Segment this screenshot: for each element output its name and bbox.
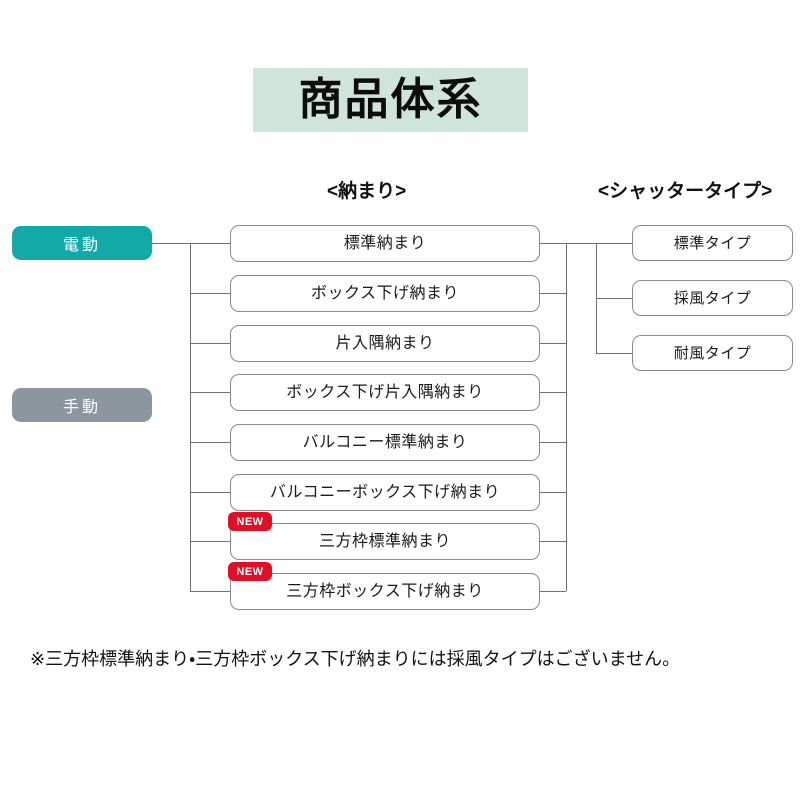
osamari-item-5[interactable]: バルコニー標準納まり (230, 424, 540, 461)
connector-left-trunk (190, 243, 191, 591)
osamari-item-3-label: 片入隅納まり (335, 334, 435, 352)
connector-branch-right-3 (540, 343, 566, 344)
connector-branch-right-7 (540, 541, 566, 542)
new-badge-osamari-item-7: NEW (228, 512, 272, 531)
connector-branch-left-5 (190, 442, 230, 443)
osamari-item-5-label: バルコニー標準納まり (302, 433, 468, 451)
connector-branch-left-3 (190, 343, 230, 344)
connector-branch-shutter-2 (596, 298, 632, 299)
osamari-item-7[interactable]: 三方枠標準納まり (230, 523, 540, 560)
shutter-type-2-label: 採風タイプ (673, 289, 752, 307)
shutter-type-3[interactable]: 耐風タイプ (632, 335, 793, 371)
connector-branch-right-5 (540, 442, 566, 443)
connector-branch-left-2 (190, 293, 230, 294)
new-badge-osamari-item-8: NEW (228, 562, 272, 581)
shutter-type-3-label: 耐風タイプ (673, 344, 752, 362)
drive-type-manual-label: 手動 (62, 399, 101, 416)
column-header-osamari: <納まり> (327, 181, 407, 202)
footnote: ※三方枠標準納まり・三方枠ボックス下げ納まりには採風タイプはございません。 (30, 649, 681, 669)
connector-branch-left-7 (190, 541, 230, 542)
connector-branch-left-8 (190, 591, 230, 592)
connector-branch-right-1 (540, 243, 566, 244)
connector-electric-to-trunk (152, 243, 190, 244)
shutter-type-2[interactable]: 採風タイプ (632, 280, 793, 316)
osamari-item-7-label: 三方枠標準納まり (318, 532, 451, 550)
page-title-banner: 商品体系 (253, 68, 528, 132)
column-header-shutter-type: <シャッタータイプ> (598, 181, 773, 202)
new-badge-osamari-item-8-label: NEW (236, 565, 264, 578)
osamari-item-8[interactable]: 三方枠ボックス下げ納まり (230, 573, 540, 610)
connector-branch-right-8 (540, 591, 566, 592)
osamari-item-3[interactable]: 片入隅納まり (230, 325, 540, 362)
page-title: 商品体系 (298, 75, 483, 124)
connector-branch-shutter-3 (596, 353, 632, 354)
connector-branch-left-6 (190, 492, 230, 493)
drive-type-manual[interactable]: 手動 (12, 388, 152, 422)
osamari-item-4-label: ボックス下げ片入隅納まり (286, 383, 484, 401)
connector-branch-right-4 (540, 392, 566, 393)
shutter-type-1-label: 標準タイプ (673, 234, 752, 252)
connector-branch-shutter-1 (596, 243, 632, 244)
osamari-item-2-label: ボックス下げ納まり (310, 284, 460, 302)
connector-branch-right-2 (540, 293, 566, 294)
connector-branch-left-1 (190, 243, 230, 244)
connector-branch-left-4 (190, 392, 230, 393)
osamari-item-8-label: 三方枠ボックス下げ納まり (286, 582, 484, 600)
osamari-item-1-label: 標準納まり (343, 234, 427, 252)
new-badge-osamari-item-7-label: NEW (236, 515, 264, 528)
osamari-item-6[interactable]: バルコニーボックス下げ納まり (230, 474, 540, 511)
connector-right-trunk-to-shutter (566, 243, 596, 244)
shutter-type-1[interactable]: 標準タイプ (632, 225, 793, 261)
drive-type-electric[interactable]: 電動 (12, 226, 152, 260)
osamari-item-1[interactable]: 標準納まり (230, 225, 540, 262)
connector-branch-right-6 (540, 492, 566, 493)
connector-right-trunk (566, 243, 567, 591)
osamari-item-4[interactable]: ボックス下げ片入隅納まり (230, 374, 540, 411)
osamari-item-2[interactable]: ボックス下げ納まり (230, 275, 540, 312)
osamari-item-6-label: バルコニーボックス下げ納まり (269, 483, 501, 501)
drive-type-electric-label: 電動 (62, 237, 101, 254)
